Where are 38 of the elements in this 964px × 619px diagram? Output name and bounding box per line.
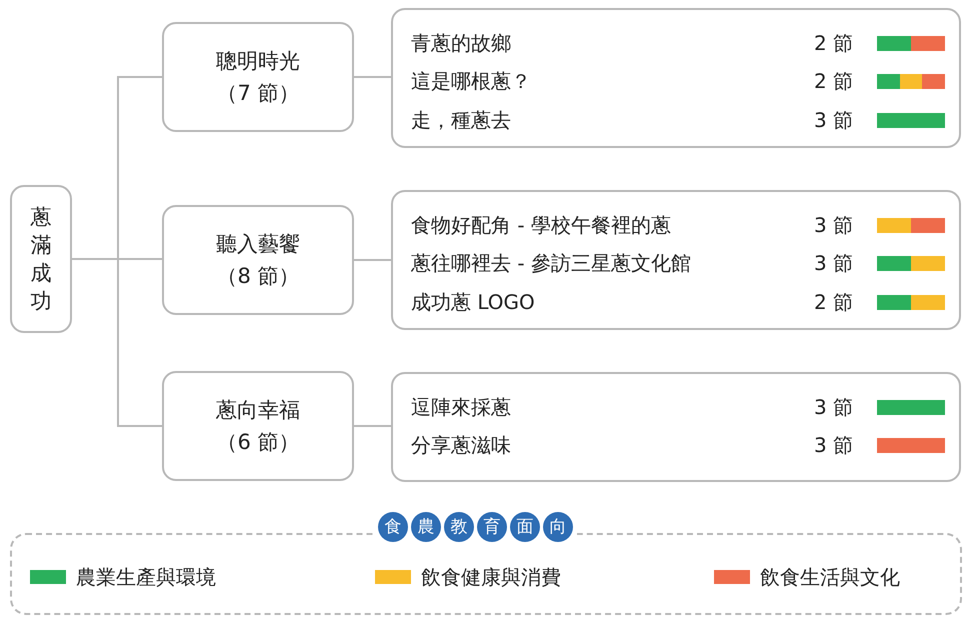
lesson-title: 逗陣來採蔥: [411, 395, 511, 419]
session-count: 2 節: [814, 68, 854, 95]
lesson-title: 青蔥的故鄉: [411, 31, 511, 55]
session-count: 3 節: [814, 250, 854, 277]
connector-line: [354, 259, 391, 261]
legend-label: 農業生產與環境: [76, 564, 216, 590]
lesson-title: 這是哪根蔥？: [411, 69, 531, 93]
lesson-list-box: [391, 8, 961, 148]
unit-box: [162, 371, 354, 481]
session-count: 3 節: [814, 107, 854, 134]
unit-title: 聰明時光: [216, 48, 300, 75]
lesson-list-box: [391, 372, 961, 482]
session-count: 3 節: [814, 212, 854, 239]
lesson-title: 成功蔥 LOGO: [411, 290, 535, 314]
unit-box: [162, 205, 354, 315]
session-count: 3 節: [814, 432, 854, 459]
connector-line: [354, 76, 391, 78]
lesson-title: 走，種蔥去: [411, 108, 511, 132]
legend-label: 飲食生活與文化: [760, 564, 900, 590]
session-count: 3 節: [814, 394, 854, 421]
connector-line: [72, 258, 162, 427]
unit-sessions: （6 節）: [216, 429, 300, 456]
lesson-list-box: [391, 190, 961, 330]
legend-title: 食農教育面向: [374, 512, 577, 542]
lesson-title: 分享蔥滋味: [411, 433, 511, 457]
unit-sessions: （8 節）: [216, 263, 300, 290]
root-title: 蔥滿成功: [30, 204, 52, 315]
lesson-title: 食物好配角 - 學校午餐裡的蔥: [411, 213, 671, 237]
unit-title: 蔥向幸福: [216, 397, 300, 424]
unit-title: 聽入藝饗: [216, 231, 300, 258]
session-count: 2 節: [814, 30, 854, 57]
lesson-title: 蔥往哪裡去 - 參訪三星蔥文化館: [411, 251, 691, 275]
unit-box: [162, 22, 354, 132]
unit-sessions: （7 節）: [216, 80, 300, 107]
root-box: [10, 185, 72, 333]
session-count: 2 節: [814, 289, 854, 316]
connector-line: [354, 425, 391, 427]
legend-label: 飲食健康與消費: [421, 564, 561, 590]
